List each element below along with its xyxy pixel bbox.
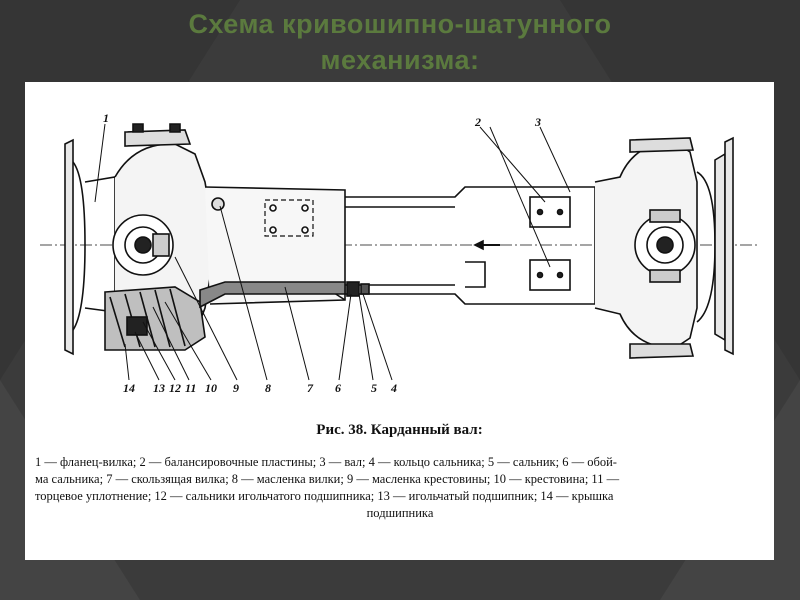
callout-7: 7 <box>307 381 314 395</box>
callout-11: 11 <box>185 381 196 395</box>
callout-2: 2 <box>474 115 481 129</box>
callout-3: 3 <box>534 115 541 129</box>
callout-13: 13 <box>153 381 165 395</box>
callout-9: 9 <box>233 381 239 395</box>
callout-6: 6 <box>335 381 341 395</box>
cardan-shaft-drawing: 1 2 3 4 5 6 7 8 9 10 11 12 13 14 <box>40 111 760 395</box>
callout-1: 1 <box>103 111 109 125</box>
callout-10: 10 <box>205 381 217 395</box>
figure-caption: Рис. 38. Карданный вал: <box>316 422 483 438</box>
callout-8: 8 <box>265 381 271 395</box>
cardan-shaft-figure: 1 2 3 4 5 6 7 8 9 10 11 12 13 14 Рис. 38… <box>25 82 774 560</box>
slide-title-line-1: Схема кривошипно-шатунного <box>188 9 612 39</box>
slide-title-line-2: механизма: <box>320 45 480 75</box>
figure-legend: 1 — фланец-вилка; 2 — балансировочные пл… <box>35 454 765 522</box>
callout-12: 12 <box>169 381 181 395</box>
callout-14: 14 <box>123 381 135 395</box>
legend-line-2: ма сальника; 7 — скользящая вилка; 8 — м… <box>35 472 620 486</box>
legend-line-3: торцевое уплотнение; 12 — сальники иголь… <box>35 489 614 503</box>
legend-line-4: подшипника <box>366 506 434 520</box>
slide-title: Схема кривошипно-шатунного механизма: <box>0 6 800 78</box>
callout-5: 5 <box>371 381 377 395</box>
legend-line-1: 1 — фланец-вилка; 2 — балансировочные пл… <box>35 455 617 469</box>
callout-4: 4 <box>390 381 397 395</box>
